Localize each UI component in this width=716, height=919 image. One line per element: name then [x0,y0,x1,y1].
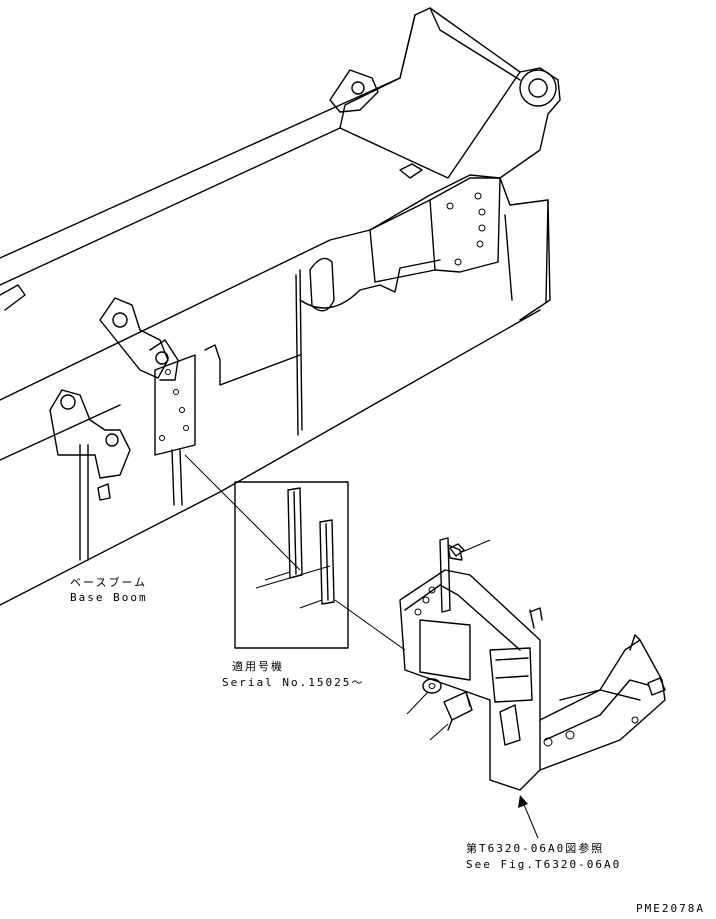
serial-label-en: Serial No.15025～ [222,676,365,689]
bracket-assembly [399,537,666,791]
attachment-leader [334,599,406,651]
drawing-code: PME2078A [636,902,705,915]
fig-ref-label-en: See Fig.T6320-06A0 [466,858,622,871]
arrow-head [518,795,528,808]
washer-leader [406,691,429,715]
serial-label-jp: 適用号機 [232,660,284,673]
pin-leader [461,539,491,553]
detail-view-box [234,481,349,649]
bolt-leader [429,723,449,741]
reference-arrow [521,799,539,839]
base-boom [0,7,561,606]
fig-ref-label-jp: 第T6320-06A0図参照 [466,842,605,855]
detail-leader [184,454,301,571]
base-boom-label-jp: ベースブーム [70,576,148,589]
base-boom-label-en: Base Boom [70,591,148,604]
